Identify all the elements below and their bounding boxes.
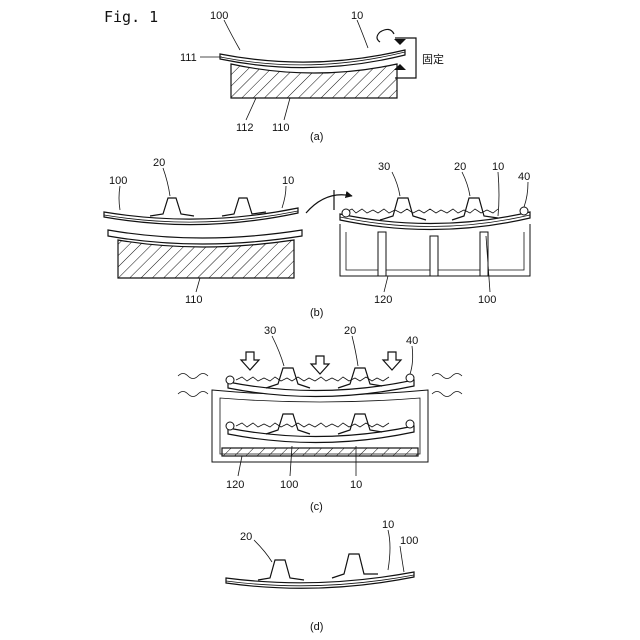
component-20-d-right — [332, 554, 378, 578]
clip-40-left — [342, 209, 350, 217]
label-110b: 110 — [185, 294, 203, 306]
label-110: 110 — [272, 122, 290, 134]
panel-b-left: 20 100 10 110 — [104, 157, 302, 306]
caption-b: (b) — [310, 307, 323, 319]
leader-40b — [524, 182, 528, 207]
mold-110-b — [118, 240, 294, 278]
component-20-left — [150, 198, 194, 216]
mold-110 — [231, 64, 397, 98]
label-10r: 10 — [492, 161, 504, 173]
clip-40-c-lower-left — [226, 422, 234, 430]
leader-10a — [357, 20, 368, 48]
panel-a: 100 10 111 112 110 固定 (a) — [180, 10, 444, 143]
clip-40-c-upper-left — [226, 376, 234, 384]
label-100: 100 — [210, 10, 228, 22]
leader-10rb — [498, 172, 499, 216]
label-100c: 100 — [280, 479, 298, 491]
leader-20c — [352, 336, 358, 366]
holder-rib-3 — [480, 232, 488, 276]
caption-c: (c) — [310, 501, 323, 513]
clamp-hand-icon — [377, 29, 394, 42]
label-20c: 20 — [344, 325, 356, 337]
label-120: 120 — [374, 294, 392, 306]
label-20: 20 — [153, 157, 165, 169]
caption-d: (d) — [310, 621, 323, 633]
panel-b-right: 30 20 10 40 120 100 — [340, 161, 530, 306]
cover-30 — [346, 209, 498, 213]
label-40: 40 — [518, 171, 530, 183]
leader-100d — [400, 546, 404, 572]
clip-40-c-upper-right — [406, 374, 414, 382]
leader-120b — [384, 276, 388, 292]
component-20-c-upper-left — [266, 368, 310, 388]
leader-110b — [196, 278, 200, 292]
label-fixed: 固定 — [422, 52, 444, 66]
label-10: 10 — [351, 10, 363, 22]
leader-20d — [254, 540, 272, 562]
label-100d: 100 — [400, 535, 418, 547]
component-20-d-left — [258, 560, 304, 580]
label-120c: 120 — [226, 479, 244, 491]
label-10b: 10 — [282, 175, 294, 187]
label-40c: 40 — [406, 335, 418, 347]
leader-10d — [388, 530, 390, 570]
holder-120-c — [222, 448, 418, 456]
heat-wave-left-2 — [178, 392, 208, 397]
leader-40c — [410, 346, 413, 374]
heat-wave-left-1 — [178, 374, 208, 379]
component-20-b-left — [380, 198, 426, 220]
label-20d: 20 — [240, 531, 252, 543]
caption-a: (a) — [310, 131, 323, 143]
panel-c: 30 20 40 120 100 10 — [178, 325, 462, 491]
leader-100b — [119, 186, 120, 210]
leader-100a — [224, 20, 240, 50]
leader-112 — [246, 98, 256, 120]
press-arrow-3-icon — [383, 352, 401, 370]
heat-wave-right-2 — [432, 392, 462, 397]
label-20r: 20 — [454, 161, 466, 173]
holder-rib-1 — [378, 232, 386, 276]
label-111: 111 — [180, 52, 197, 64]
panel-d: 20 10 100 — [226, 519, 418, 588]
mold-110-b-top — [108, 230, 302, 244]
clamp-bracket — [395, 38, 416, 78]
clamp-arrow-down-icon — [394, 39, 406, 45]
label-10d: 10 — [382, 519, 394, 531]
cover-30-c-upper — [236, 377, 389, 381]
leader-10b — [282, 186, 286, 208]
label-30c: 30 — [264, 325, 276, 337]
component-20-right — [222, 198, 266, 216]
label-112: 112 — [236, 122, 254, 134]
heat-wave-right-1 — [432, 374, 462, 379]
label-30: 30 — [378, 161, 390, 173]
figure-title: Fig. 1 — [104, 8, 158, 26]
label-10c: 10 — [350, 479, 362, 491]
leader-30c — [272, 336, 284, 366]
holder-rib-2 — [430, 236, 438, 276]
leader-20rb — [462, 172, 470, 196]
press-arrow-1-icon — [241, 352, 259, 370]
leader-30b — [392, 172, 400, 196]
leader-110a — [284, 98, 290, 120]
clip-40-c-lower-right — [406, 420, 414, 428]
leader-20b — [163, 168, 170, 196]
label-100r: 100 — [478, 294, 496, 306]
press-arrow-2-icon — [311, 356, 329, 374]
label-100b: 100 — [109, 175, 127, 187]
clip-40-right — [520, 207, 528, 215]
